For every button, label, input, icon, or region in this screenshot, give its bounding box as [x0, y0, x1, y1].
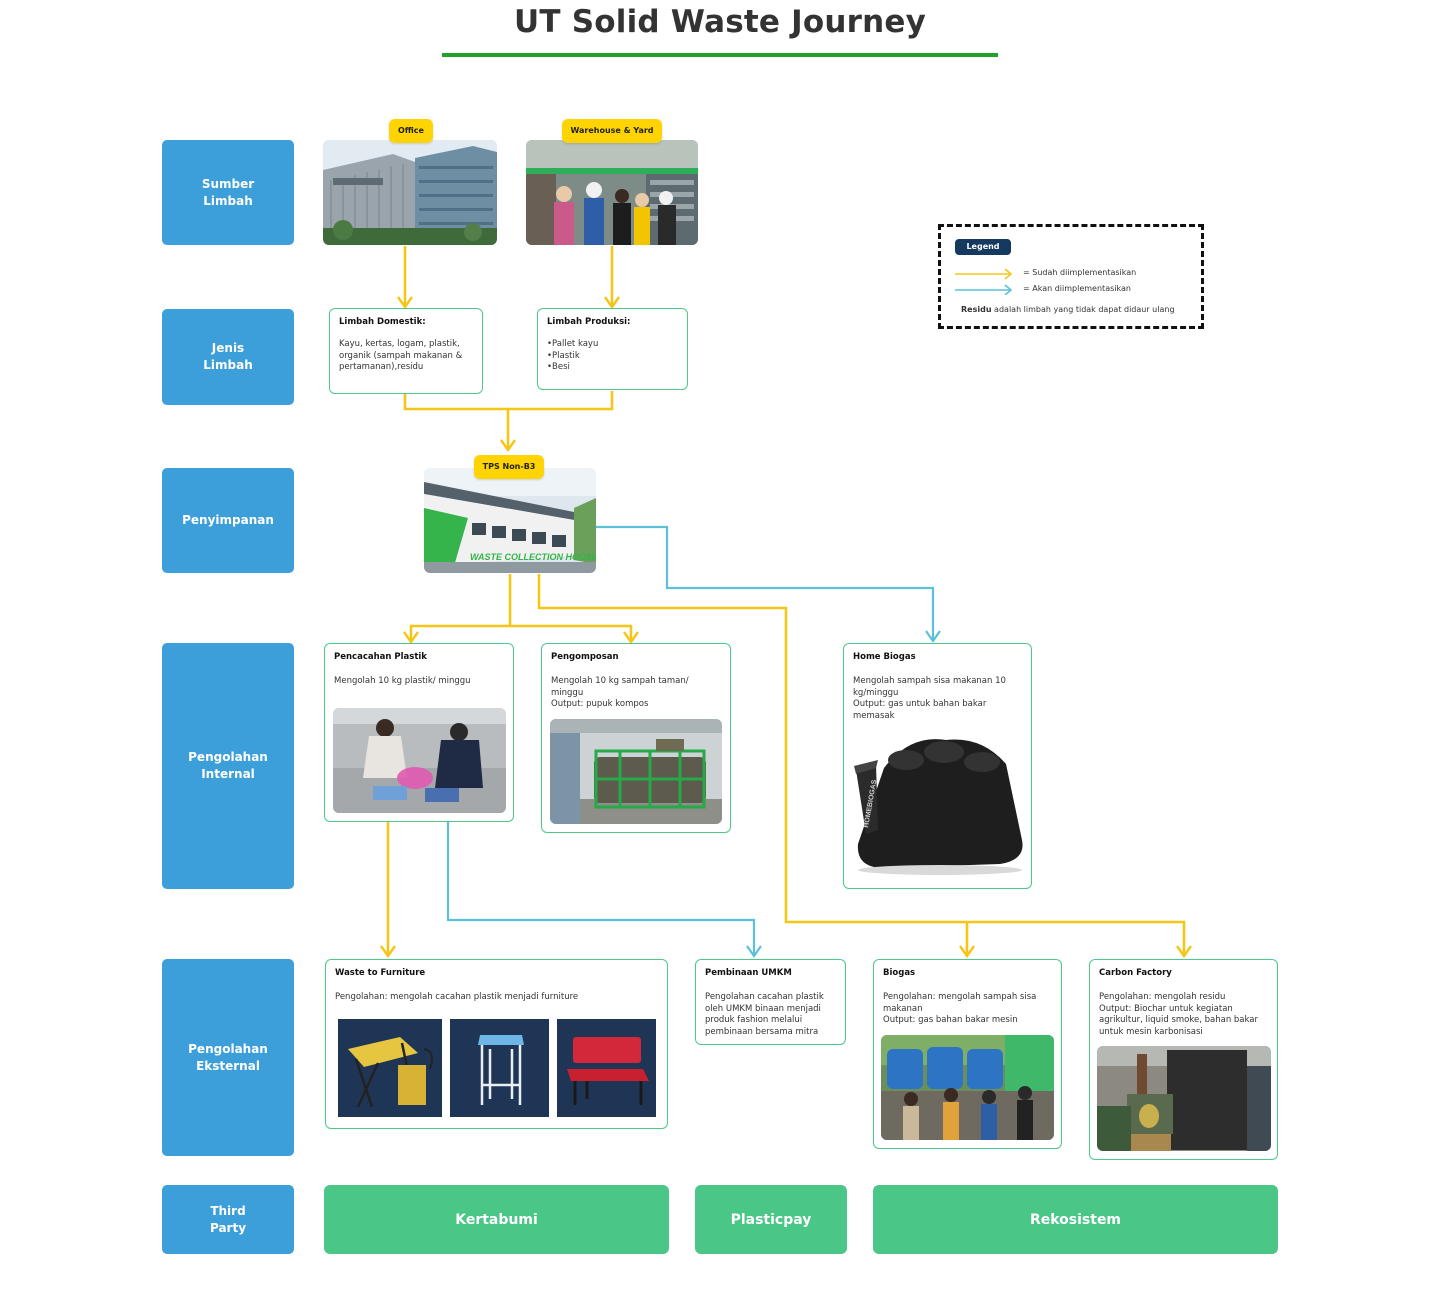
card-body: Mengolah 10 kg sampah taman/ minggu Outp…	[551, 676, 689, 709]
stage-jenis-limbah: Jenis Limbah	[162, 309, 294, 405]
card-body: Pengolahan cacahan plastik oleh UMKM bin…	[705, 992, 824, 1037]
card-limbah-domestik: Limbah Domestik: Kayu, kertas, logam, pl…	[329, 308, 483, 394]
card-title: Carbon Factory	[1099, 968, 1172, 978]
stage-third-party: Third Party	[162, 1185, 294, 1254]
card-home-biogas: Home Biogas Mengolah sampah sisa makanan…	[843, 643, 1032, 889]
card-title: Pencacahan Plastik	[334, 652, 427, 662]
furniture-stool-photo	[450, 1019, 549, 1117]
warehouse-photo	[526, 140, 698, 245]
card-title: Limbah Produksi:	[547, 317, 631, 327]
page-title: UT Solid Waste Journey	[514, 4, 926, 40]
party-rekosistem: Rekosistem	[873, 1185, 1278, 1254]
card-body: Pengolahan: mengolah sampah sisa makanan…	[883, 992, 1037, 1025]
card-body: •Pallet kayu •Plastik •Besi	[547, 339, 599, 372]
card-waste-to-furniture: Waste to Furniture Pengolahan: mengolah …	[325, 959, 668, 1129]
home-biogas-photo: HOMEBIOGAS	[850, 730, 1026, 878]
implemented-arrows	[386, 246, 1186, 956]
office-photo	[323, 140, 497, 245]
arrow-tps-internal	[409, 574, 633, 642]
stage-sumber-limbah: Sumber Limbah	[162, 140, 294, 245]
office-tag: Office	[389, 119, 433, 143]
furniture-table-photo	[338, 1019, 442, 1117]
tps-photo: WASTE COLLECTION HOUSE	[424, 468, 596, 573]
card-body: Kayu, kertas, logam, plastik, organik (s…	[339, 339, 463, 372]
warehouse-tag: Warehouse & Yard	[562, 119, 662, 143]
card-carbon-factory: Carbon Factory Pengolahan: mengolah resi…	[1089, 959, 1278, 1160]
legend-implemented-label: = Sudah diimplementasikan	[1023, 268, 1137, 277]
legend-planned-label: = Akan diimplementasikan	[1023, 284, 1131, 293]
tps-tag: TPS Non-B3	[474, 455, 544, 479]
pencacahan-photo	[333, 708, 506, 813]
card-limbah-produksi: Limbah Produksi: •Pallet kayu •Plastik •…	[537, 308, 688, 390]
card-body: Mengolah 10 kg plastik/ minggu	[334, 676, 471, 686]
legend-residu-definition: adalah limbah yang tidak dapat didaur ul…	[991, 305, 1175, 314]
legend-yellow-arrow-icon	[955, 268, 1013, 280]
implemented-arrowheads	[380, 296, 1192, 959]
card-title: Home Biogas	[853, 652, 916, 662]
stage-pengolahan-internal: Pengolahan Internal	[162, 643, 294, 889]
legend-arrow-samples	[955, 268, 1013, 295]
card-body: Pengolahan: mengolah cacahan plastik men…	[335, 992, 579, 1002]
card-title: Pembinaan UMKM	[705, 968, 792, 978]
card-title: Pengomposan	[551, 652, 619, 662]
planned-arrows	[446, 525, 941, 958]
legend-residu-term: Residu	[961, 305, 992, 314]
arrow-jenis-merge	[403, 391, 614, 450]
legend-cyan-arrow-icon	[955, 284, 1013, 295]
card-title: Waste to Furniture	[335, 968, 426, 978]
furniture-bench-photo	[557, 1019, 656, 1117]
party-plasticpay: Plasticpay	[695, 1185, 847, 1254]
card-body: Pengolahan: mengolah residu Output: Bioc…	[1099, 992, 1258, 1037]
carbon-factory-photo	[1097, 1046, 1271, 1151]
arrow-tps-external	[537, 574, 1186, 956]
tps-sign-text: WASTE COLLECTION HOUSE	[470, 552, 596, 562]
card-title: Limbah Domestik:	[339, 317, 426, 327]
party-kertabumi: Kertabumi	[324, 1185, 669, 1254]
arrow-pencacahan-umkm	[446, 822, 756, 956]
legend-box: Legend = Sudah diimplementasikan = Akan …	[938, 224, 1204, 329]
pengomposan-photo	[550, 719, 722, 824]
biogas-photo	[881, 1035, 1054, 1140]
arrow-tps-homebiogas	[596, 525, 935, 641]
card-pembinaan-umkm: Pembinaan UMKM Pengolahan cacahan plasti…	[695, 959, 846, 1045]
card-body: Mengolah sampah sisa makanan 10 kg/mingg…	[853, 676, 1006, 721]
legend-residu-note: Residu adalah limbah yang tidak dapat di…	[961, 305, 1175, 314]
title-underline	[442, 53, 998, 57]
card-pengomposan: Pengomposan Mengolah 10 kg sampah taman/…	[541, 643, 731, 833]
stage-pengolahan-eksternal: Pengolahan Eksternal	[162, 959, 294, 1156]
stage-penyimpanan: Penyimpanan	[162, 468, 294, 573]
card-pencacahan-plastik: Pencacahan Plastik Mengolah 10 kg plasti…	[324, 643, 514, 822]
card-biogas: Biogas Pengolahan: mengolah sampah sisa …	[873, 959, 1062, 1149]
legend-badge: Legend	[955, 239, 1011, 255]
card-title: Biogas	[883, 968, 916, 978]
